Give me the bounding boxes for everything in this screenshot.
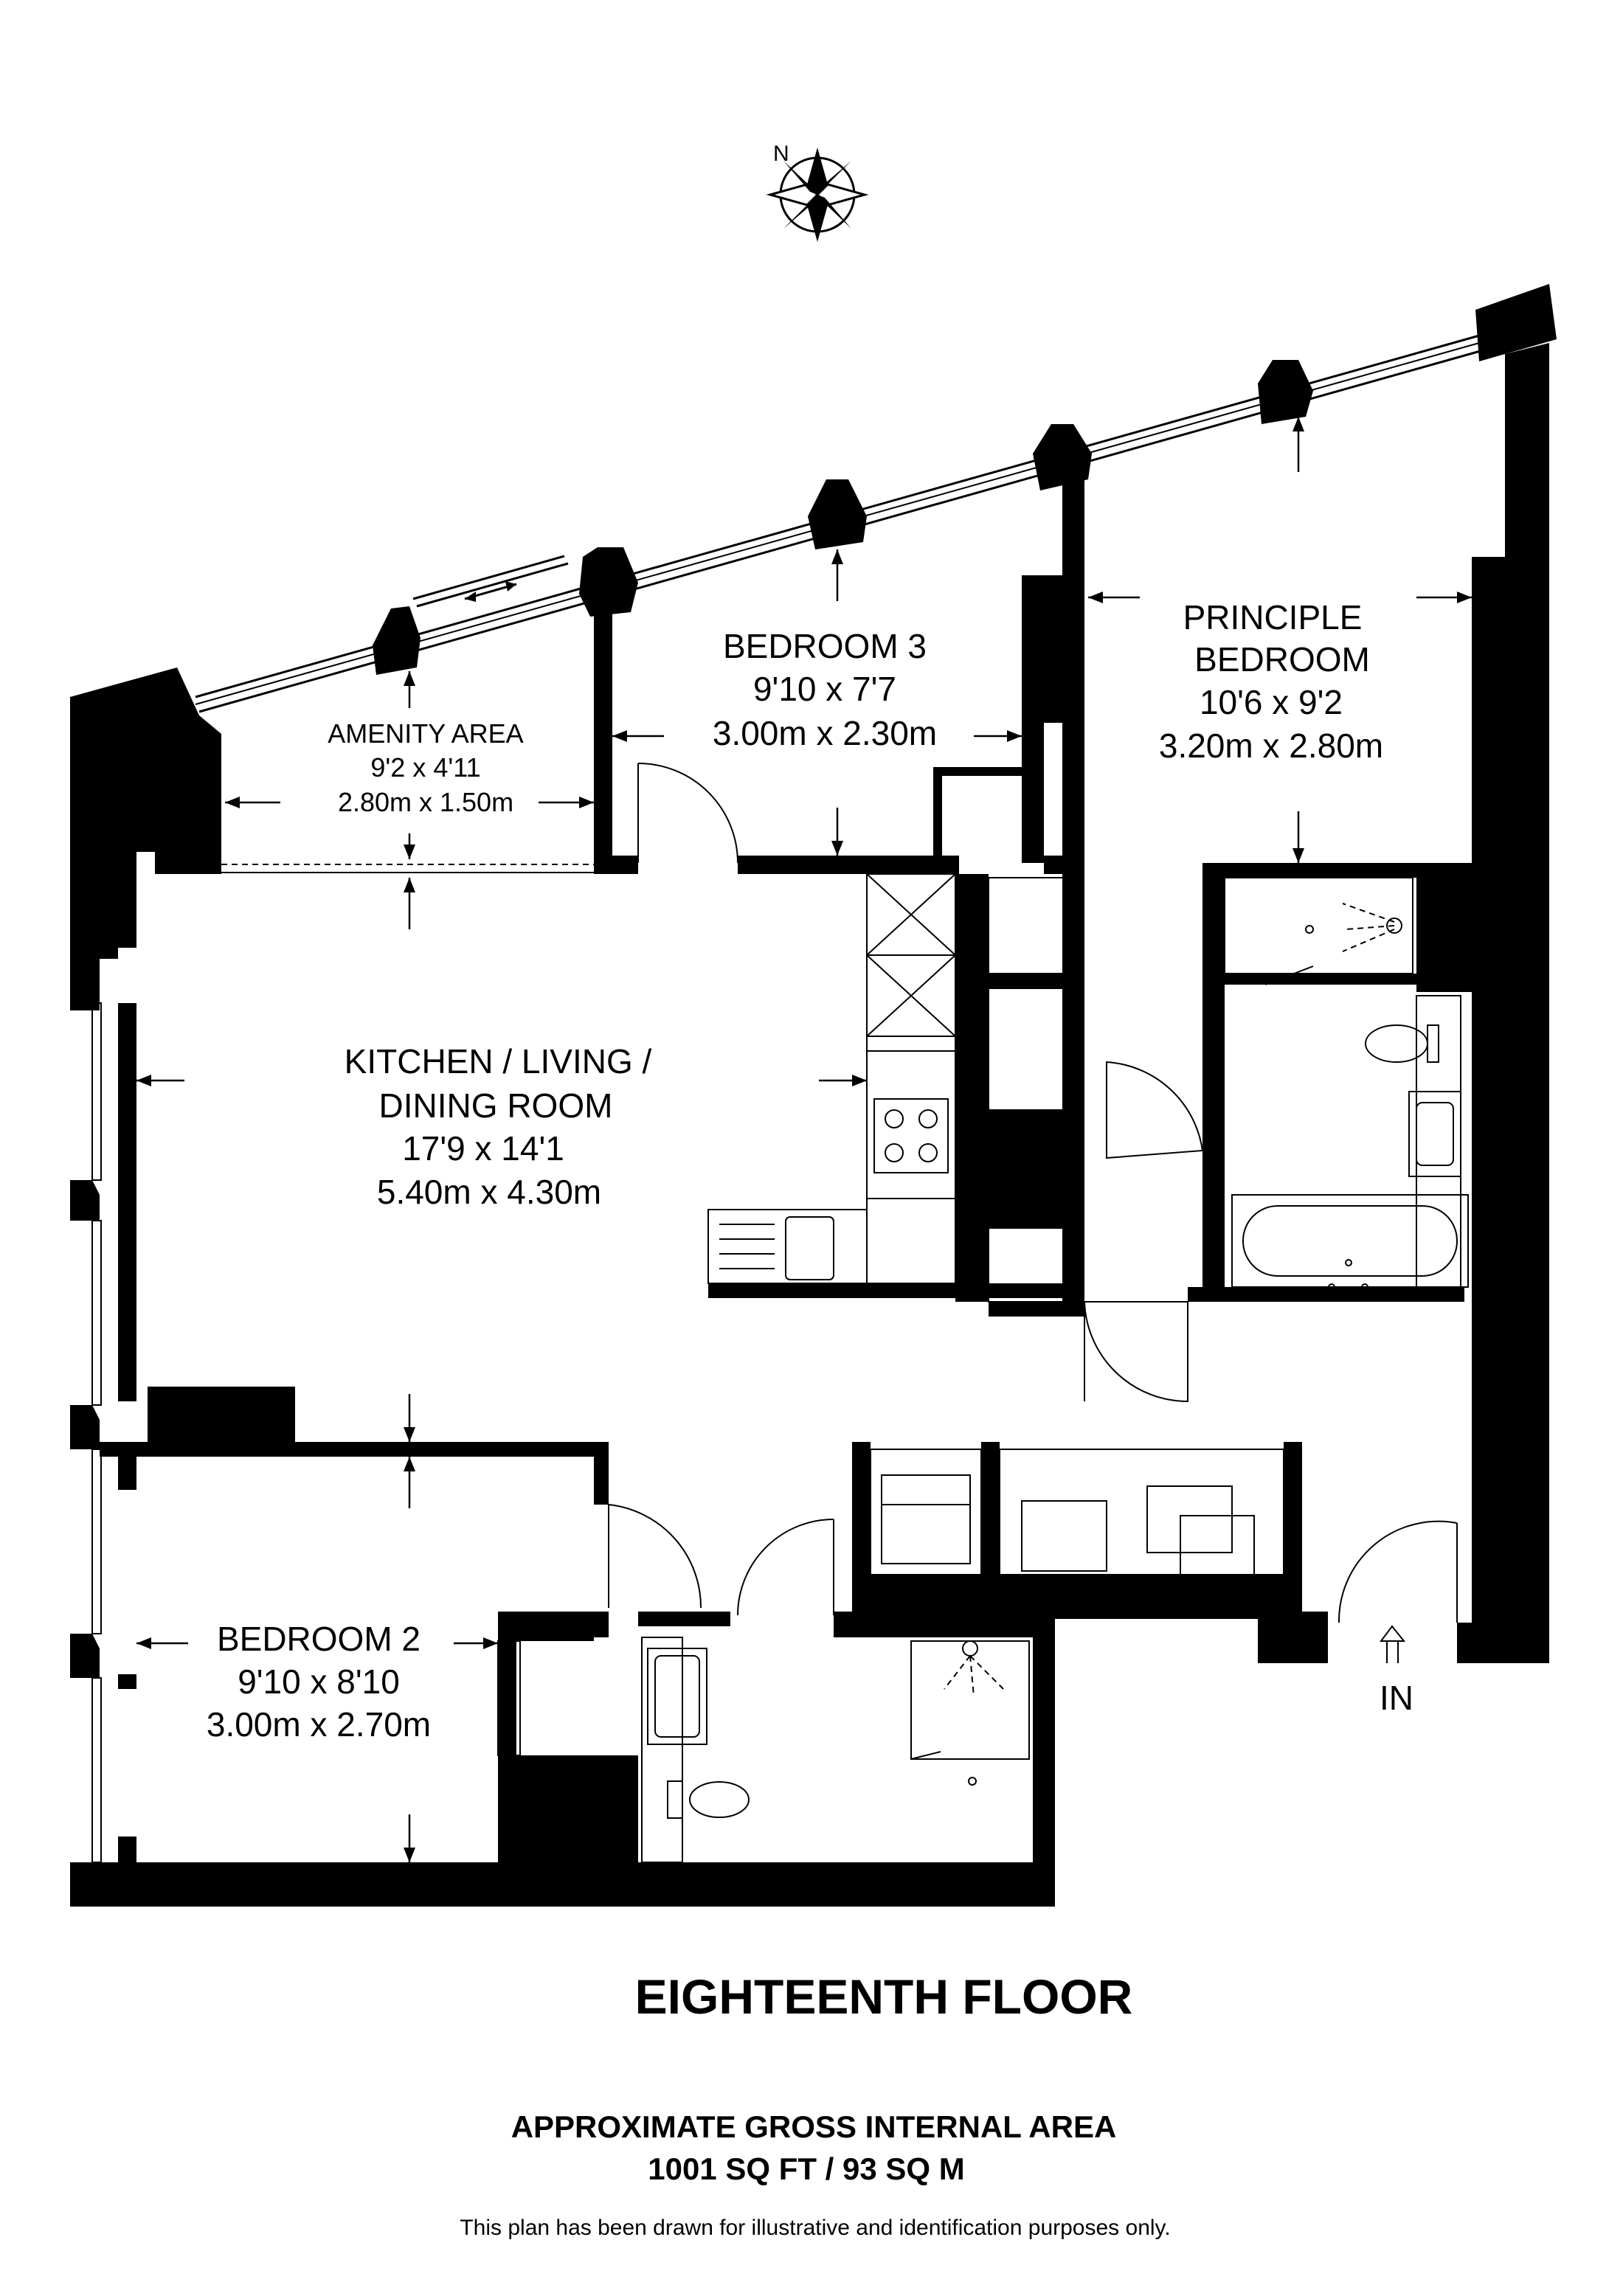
internal-lines: [221, 763, 1469, 1863]
dimension-arrows: [136, 417, 1472, 1862]
kitchen-name-line2: DINING ROOM: [379, 1086, 613, 1125]
bedroom2-imperial: 9'10 x 8'10: [238, 1662, 400, 1701]
principle-name-line2: BEDROOM: [1194, 640, 1370, 679]
kitchen-name-line1: KITCHEN / LIVING /: [345, 1042, 652, 1081]
kitchen-metric: 5.40m x 4.30m: [377, 1173, 601, 1211]
bedroom2-name: BEDROOM 2: [217, 1620, 421, 1658]
bedroom2-metric: 3.00m x 2.70m: [207, 1705, 431, 1744]
amenity-imperial: 9'2 x 4'11: [370, 752, 480, 783]
amenity-name: AMENITY AREA: [328, 718, 523, 749]
footer: EIGHTEENTH FLOOR APPROXIMATE GROSS INTER…: [460, 1969, 1170, 2240]
room-labels: AMENITY AREA 9'2 x 4'11 2.80m x 1.50m BE…: [207, 598, 1413, 1744]
area-title: APPROXIMATE GROSS INTERNAL AREA: [511, 2109, 1117, 2144]
principle-name-line1: PRINCIPLE: [1183, 598, 1363, 637]
disclaimer: This plan has been drawn for illustrativ…: [460, 2216, 1170, 2240]
area-value: 1001 SQ FT / 93 SQ M: [648, 2151, 965, 2186]
floor-title: EIGHTEENTH FLOOR: [635, 1969, 1133, 2024]
bedroom3-imperial: 9'10 x 7'7: [753, 670, 896, 708]
compass-icon: N: [766, 142, 869, 242]
bedroom3-name: BEDROOM 3: [723, 627, 927, 665]
kitchen-imperial: 17'9 x 14'1: [402, 1129, 564, 1168]
entrance-label: IN: [1380, 1679, 1413, 1717]
compass-label: N: [773, 142, 789, 166]
amenity-metric: 2.80m x 1.50m: [338, 787, 513, 817]
bedroom3-metric: 3.00m x 2.30m: [713, 714, 937, 752]
walls: [70, 343, 1549, 1907]
curtain-wall: [195, 284, 1557, 713]
principle-imperial: 10'6 x 9'2: [1200, 683, 1343, 721]
principle-metric: 3.20m x 2.80m: [1159, 726, 1383, 765]
